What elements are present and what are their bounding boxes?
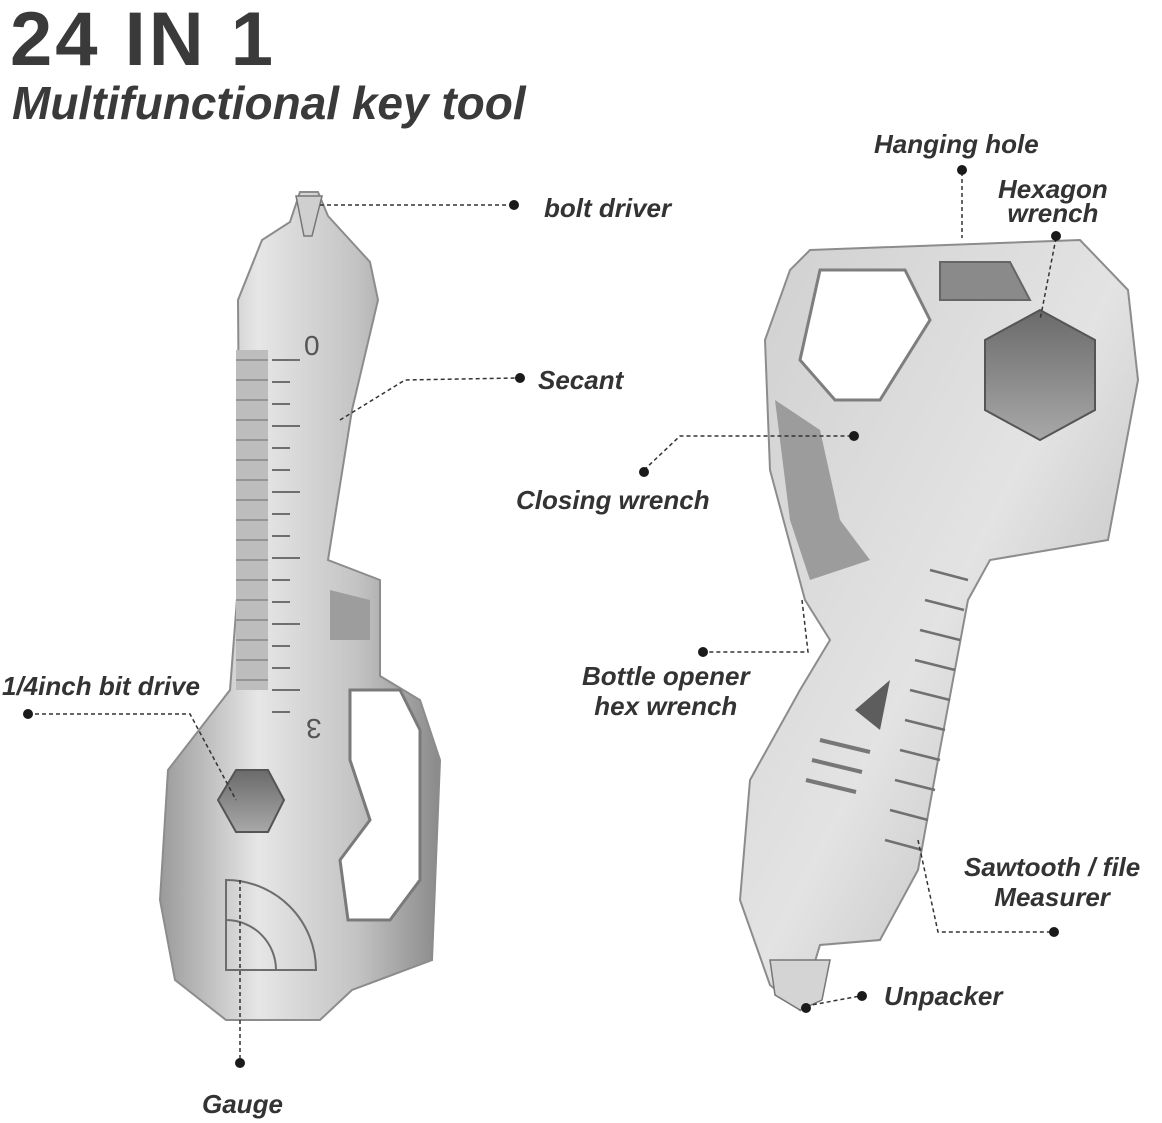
protractor-icon [225,878,318,971]
hex-wrench-icon [984,308,1096,442]
label-unpacker: Unpacker [884,981,1003,1011]
label-hexagon-wrench-line2: wrench [1007,197,1099,228]
label-bottle-opener: Bottle opener hex wrench [582,661,750,722]
label-hanging-hole: Hanging hole [874,129,1039,159]
ruler-mark-bottom: 3 [306,713,322,745]
label-bolt-driver: bolt driver [544,193,672,223]
label-bottle-opener-line2: hex wrench [594,690,738,721]
left-key-tool [158,191,442,1021]
hex-socket-icon [216,769,286,833]
label-hexagon-wrench: Hexagon wrench [998,174,1108,229]
page-subtitle: Multifunctional key tool [12,77,526,129]
label-bottle-opener-line1: Bottle opener [582,661,750,691]
label-sawtooth: Sawtooth / file Measurer [964,852,1141,913]
label-hexagon-wrench-line1: Hexagon [998,174,1108,204]
right-key-tool [738,238,1140,1012]
label-bit-drive: 1/4inch bit drive [2,671,200,701]
page-title: 24 IN 1 [10,0,277,82]
ruler-mark-top: 0 [304,330,320,361]
label-secant: Secant [538,365,624,395]
label-sawtooth-line2: Measurer [994,881,1110,912]
label-closing-wrench: Closing wrench [516,485,710,515]
label-sawtooth-line1: Sawtooth / file [964,852,1141,882]
label-gauge: Gauge [202,1089,283,1119]
